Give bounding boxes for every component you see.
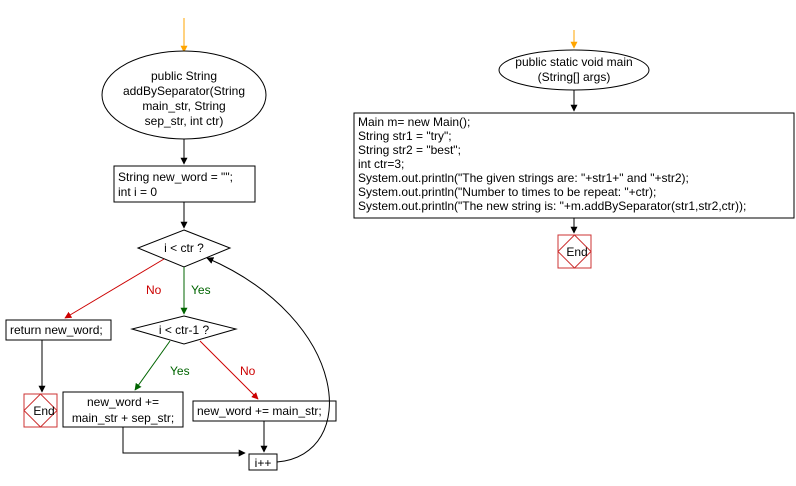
arrow-cond1-no (64, 258, 165, 319)
label-yes-2: Yes (170, 364, 190, 378)
yes-box-line-1: new_word += (87, 395, 159, 409)
body-line-7: System.out.println("The new string is: "… (358, 199, 746, 213)
init-line-1: String new_word = ""; (118, 170, 233, 184)
start-node-right: public static void main (String[] args) (498, 49, 650, 91)
body-line-5: System.out.println("The given strings ar… (358, 171, 689, 185)
init-box: String new_word = ""; int i = 0 (113, 165, 256, 203)
yes-box-line-2: main_str + sep_str; (72, 411, 174, 425)
label-no-2: No (240, 364, 256, 378)
body-line-6: System.out.println("Number to times to b… (358, 185, 656, 199)
no-box-text: new_word += main_str; (197, 404, 322, 418)
yes-box: new_word += main_str + sep_str; (62, 391, 184, 428)
arrow-cond2-yes (134, 340, 171, 391)
cond1-text: i < ctr ? (164, 241, 204, 255)
end-node-left: End (23, 393, 58, 428)
arrow-cond2-no (199, 340, 259, 400)
end-left-label: End (33, 404, 54, 418)
init-line-2: int i = 0 (118, 185, 157, 199)
start-left-line-3: main_str, String (142, 99, 225, 113)
return-box: return new_word; (5, 319, 112, 341)
cond-i-lt-ctr: i < ctr ? (136, 229, 232, 268)
incr-box: i++ (248, 453, 278, 471)
end-right-label: End (566, 245, 587, 259)
no-box: new_word += main_str; (192, 400, 337, 422)
body-line-4: int ctr=3; (358, 157, 404, 171)
start-left-line-2: addBySeparator(String (123, 84, 245, 98)
label-yes-1: Yes (191, 283, 211, 297)
cond-i-lt-ctr-minus-1: i < ctr-1 ? (130, 315, 238, 345)
return-text: return new_word; (10, 323, 103, 337)
start-right-line-1: public static void main (515, 55, 632, 69)
start-node-left: public String addBySeparator(String main… (101, 50, 267, 140)
body-line-2: String str1 = "try"; (358, 129, 452, 143)
body-line-1: Main m= new Main(); (358, 115, 470, 129)
start-right-line-2: (String[] args) (538, 70, 611, 84)
incr-text: i++ (255, 456, 272, 470)
start-left-line-1: public String (151, 69, 217, 83)
arrow-loop-back (206, 257, 330, 463)
main-body-box: Main m= new Main(); String str1 = "try";… (353, 112, 795, 219)
end-node-right: End (557, 234, 592, 269)
label-no-1: No (146, 283, 162, 297)
cond2-text: i < ctr-1 ? (159, 323, 210, 337)
body-line-3: String str2 = "best"; (358, 143, 461, 157)
start-left-line-4: sep_str, int ctr) (145, 114, 224, 128)
arrow-yesbox-to-incr (122, 427, 246, 457)
